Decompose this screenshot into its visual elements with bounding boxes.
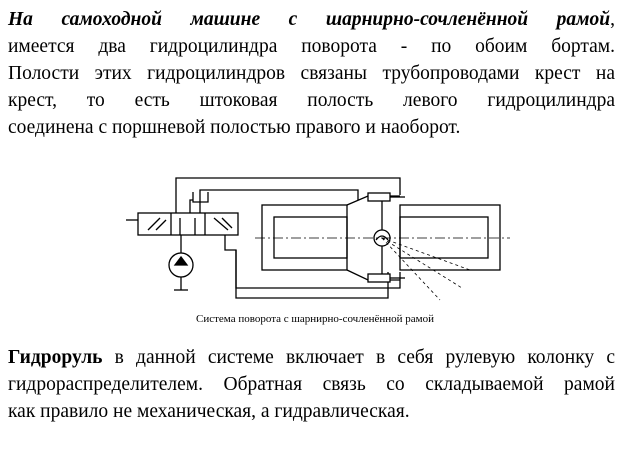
intro-line-3: Полости этих гидроцилиндров связаны труб… xyxy=(8,63,615,84)
swing-lines xyxy=(381,237,471,301)
intro-line-2: имеется два гидроцилиндра поворота - по … xyxy=(8,36,615,57)
intro-line-4: крест, то есть штоковая полость левого г… xyxy=(8,90,615,111)
steering-line-1: Гидроруль в данной системе включает в се… xyxy=(8,344,615,371)
intro-paragraph: На самоходной машине с шарнирно-сочленён… xyxy=(8,6,615,141)
figure-caption: Система поворота с шарнирно-сочленённой … xyxy=(196,313,434,325)
intro-line-5: соединена с поршневой полостью правого и… xyxy=(8,117,461,138)
intro-lead-emphasis: На самоходной машине с шарнирно-сочленён… xyxy=(8,9,611,30)
steering-system-diagram xyxy=(126,177,510,301)
steering-paragraph: Гидроруль в данной системе включает в се… xyxy=(8,344,615,425)
term-hydrosteering: Гидроруль xyxy=(8,347,103,368)
intro-lead-comma: , xyxy=(610,9,615,30)
steering-line-3: как правило не механическая, а гидравлич… xyxy=(8,401,410,422)
pipelines xyxy=(175,177,401,299)
rear-frame xyxy=(399,204,501,271)
pump-symbol xyxy=(168,235,194,291)
hydraulic-distributor-valve xyxy=(126,212,239,236)
intro-line-1: На самоходной машине с шарнирно-сочленён… xyxy=(8,6,615,33)
left-steering-cylinder xyxy=(367,192,405,202)
steering-line-1-rest: в данной системе включает в себя рулевую… xyxy=(102,347,615,368)
right-steering-cylinder xyxy=(367,273,405,283)
steering-line-2: гидрораспределителем. Обратная связь со … xyxy=(8,374,615,395)
